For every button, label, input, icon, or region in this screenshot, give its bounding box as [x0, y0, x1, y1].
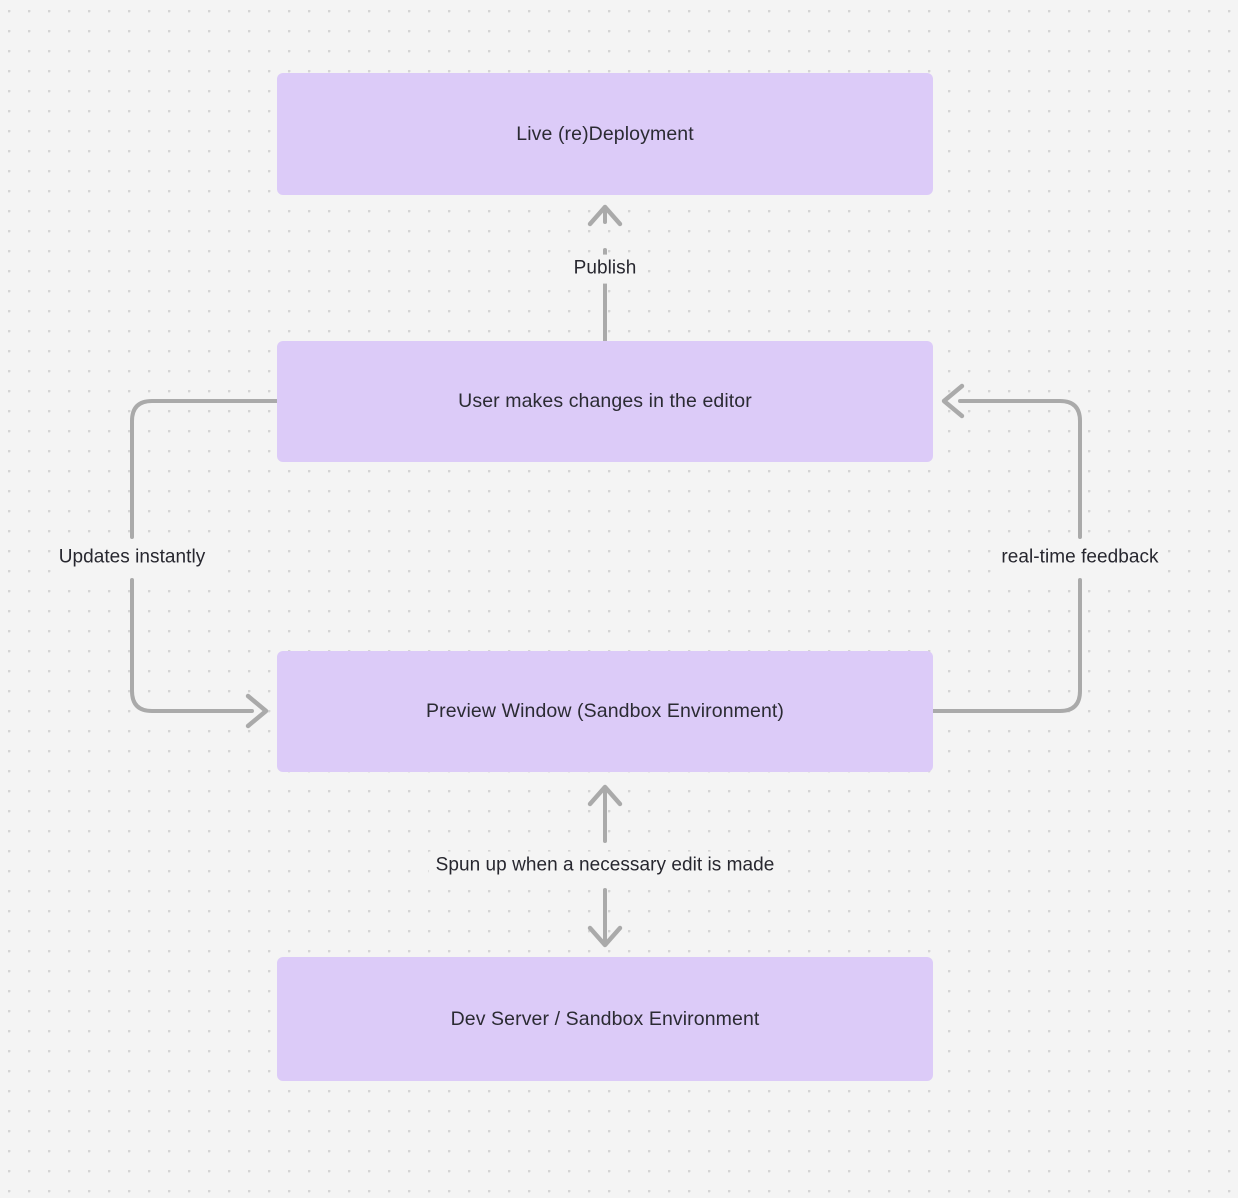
- node-user-edits-label: User makes changes in the editor: [458, 390, 752, 413]
- edge-publish-arrowhead: [587, 204, 623, 227]
- edge-feedback-arrowhead: [941, 383, 965, 419]
- edge-spunup-arrowhead-up: [587, 784, 623, 807]
- edge-label-updates-instantly: Updates instantly: [51, 543, 213, 573]
- edge-label-publish: Publish: [566, 254, 644, 284]
- node-live-deployment-label: Live (re)Deployment: [516, 122, 694, 145]
- node-preview-window[interactable]: Preview Window (Sandbox Environment): [277, 651, 933, 772]
- node-user-edits[interactable]: User makes changes in the editor: [277, 341, 933, 462]
- edge-updates-line-lower: [130, 578, 254, 713]
- node-live-deployment[interactable]: Live (re)Deployment: [277, 73, 933, 195]
- edge-label-spun-up: Spun up when a necessary edit is made: [428, 851, 782, 881]
- edge-spunup-arrowhead-down: [587, 925, 623, 948]
- edge-feedback-line-lower: [931, 578, 1082, 713]
- node-dev-server-label: Dev Server / Sandbox Environment: [450, 1007, 760, 1030]
- node-dev-server[interactable]: Dev Server / Sandbox Environment: [277, 957, 933, 1081]
- edge-label-realtime-feedback: real-time feedback: [994, 543, 1166, 573]
- edge-updates-line-upper: [130, 399, 279, 539]
- node-preview-window-label: Preview Window (Sandbox Environment): [426, 700, 784, 723]
- edge-feedback-line-upper: [958, 399, 1082, 539]
- edge-updates-arrowhead: [245, 693, 269, 729]
